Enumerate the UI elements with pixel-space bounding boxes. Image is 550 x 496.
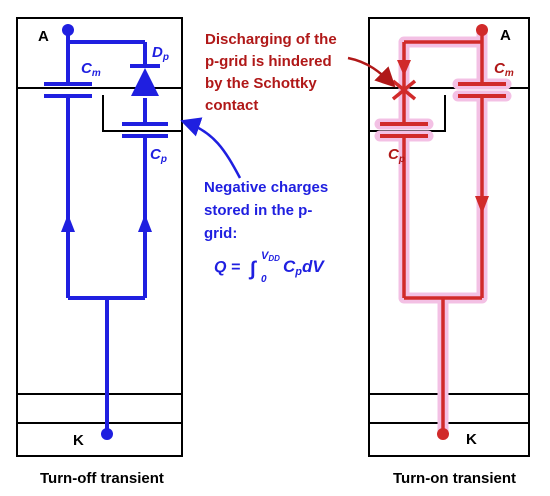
right-cap-m-label: Cm <box>494 60 514 79</box>
svg-text:VDD: VDD <box>261 250 280 263</box>
left-anode-node <box>62 24 74 36</box>
right-annotation-text: Discharging of the p-grid is hindered by… <box>205 31 341 114</box>
svg-text:CpdV: CpdV <box>283 257 325 278</box>
svg-text:0: 0 <box>261 274 267 285</box>
right-cathode-node <box>437 428 449 440</box>
left-device-outline <box>16 17 183 457</box>
left-cap-m-symbol <box>44 82 92 98</box>
svg-text:∫: ∫ <box>248 258 257 280</box>
right-caption: Turn-on transient <box>393 470 516 487</box>
left-diode-symbol <box>130 64 160 96</box>
left-terminal-k: K <box>73 432 84 449</box>
right-cap-m-symbol <box>458 82 506 98</box>
left-caption: Turn-off transient <box>40 470 164 487</box>
left-up-arrows <box>61 214 152 232</box>
svg-text:Q =: Q = <box>214 259 240 276</box>
left-cap-p-symbol <box>122 122 168 138</box>
left-formula: Q = ∫ 0 VDD CpdV <box>214 250 325 285</box>
left-diode-label: Dp <box>152 44 169 63</box>
right-terminal-k: K <box>466 431 477 448</box>
left-current-path <box>66 30 147 434</box>
right-down-arrows <box>397 60 489 214</box>
left-cap-m-label: Cm <box>81 60 101 79</box>
left-cathode-node <box>101 428 113 440</box>
left-terminal-a: A <box>38 28 49 45</box>
left-annotation-arrow <box>180 117 242 179</box>
right-terminal-a: A <box>500 27 511 44</box>
left-cap-p-label: Cp <box>150 146 167 165</box>
right-cap-p-label: Cp <box>388 146 405 165</box>
right-cap-p-symbol <box>380 122 428 138</box>
right-anode-node <box>476 24 488 36</box>
right-annotation-arrow <box>347 56 396 88</box>
left-annotation-text: Negative charges stored in the p- grid: <box>204 179 332 242</box>
right-blocked-cross-icon <box>391 79 417 101</box>
